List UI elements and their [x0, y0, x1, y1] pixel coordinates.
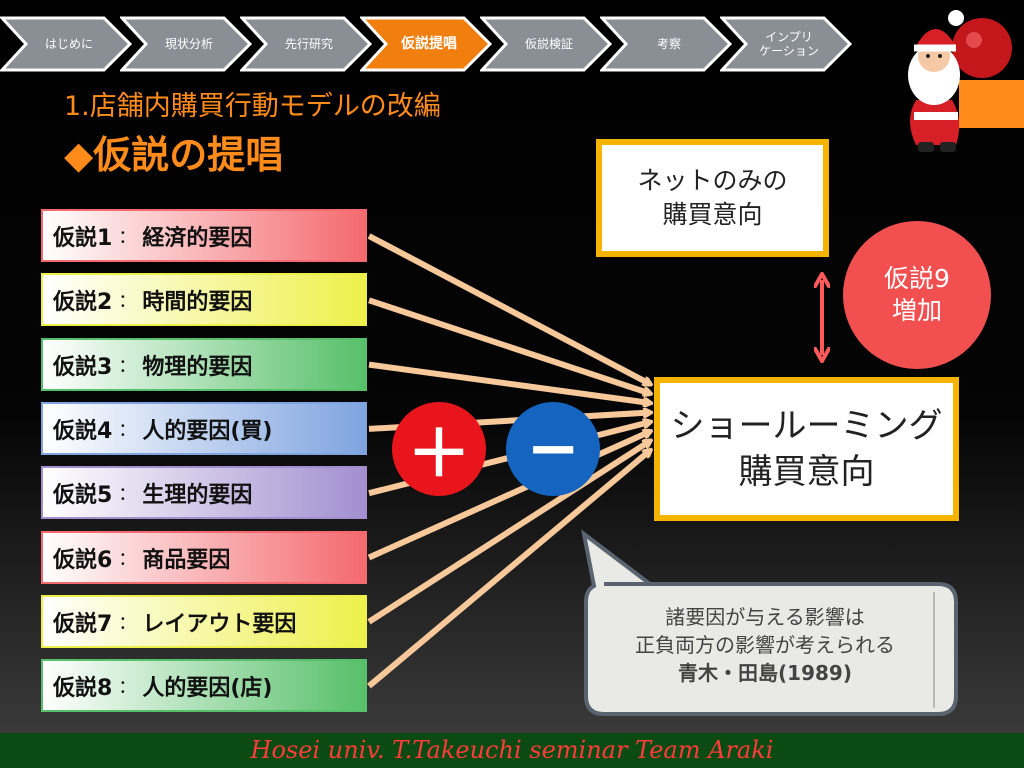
hypothesis-id: 仮説3 — [53, 354, 113, 380]
hypothesis-label: レイアウト要因 — [142, 611, 297, 637]
hypothesis-label: 人的要因(買) — [142, 418, 273, 444]
hypothesis-separator: ： — [118, 676, 137, 698]
nav-step-label: 先行研究 — [284, 37, 333, 51]
hypothesis-id: 仮説6 — [53, 547, 113, 573]
influence-arrow-3 — [368, 361, 650, 403]
hypothesis9-line1: 仮説9 — [884, 264, 950, 293]
nav-step-label: はじめに — [44, 37, 93, 51]
footer-credit: Hosei univ. T.Takeuchi seminar Team Arak… — [0, 733, 1024, 768]
hypothesis-id: 仮説1 — [53, 225, 113, 251]
hypothesis9-line2: 増加 — [891, 296, 942, 325]
plus-symbol: ＋ — [407, 418, 471, 492]
showrooming-line1: ショールーミング — [670, 406, 943, 446]
minus-symbol: − — [526, 412, 580, 486]
net-only-line1: ネットのみの — [637, 166, 788, 195]
nav-step-5[interactable]: 仮説検証 — [480, 16, 612, 72]
nav-step-1[interactable]: はじめに — [0, 16, 132, 72]
hypothesis-separator: ： — [118, 290, 137, 312]
hypothesis-3: 仮説3：物理的要因 — [41, 338, 367, 391]
hypothesis-label: 生理的要因 — [142, 482, 253, 508]
hypothesis-id: 仮説4 — [53, 418, 113, 444]
nav-step-label: 仮説検証 — [524, 37, 573, 51]
slide-title: ◆仮説の提唱 — [64, 133, 284, 177]
callout-line2: 正負両方の影響が考えられる — [635, 633, 895, 657]
hypothesis-separator: ： — [118, 483, 137, 505]
nav-step-3[interactable]: 先行研究 — [240, 16, 372, 72]
nav-step-7[interactable]: インプリ ケーション — [720, 16, 852, 72]
plus-circle: ＋ — [392, 402, 486, 496]
hypothesis-8: 仮説8：人的要因(店) — [41, 659, 367, 712]
section-heading: 1.店舗内購買行動モデルの改編 — [64, 91, 441, 122]
hypothesis-separator: ： — [118, 226, 137, 248]
hypothesis9-badge: 仮説9 増加 — [843, 221, 991, 369]
influence-arrow-7 — [367, 441, 650, 625]
santa-illustration — [908, 10, 1024, 152]
hypothesis-separator: ： — [118, 612, 137, 634]
hypothesis-7: 仮説7：レイアウト要因 — [41, 595, 367, 648]
hypothesis-id: 仮説5 — [53, 482, 113, 508]
nav-step-6[interactable]: 考察 — [600, 16, 732, 72]
hypothesis-4: 仮説4：人的要因(買) — [41, 402, 367, 455]
influence-arrow-2 — [368, 297, 650, 393]
hypothesis-label: 経済的要因 — [142, 225, 253, 251]
nav-step-4[interactable]: 仮説提唱 — [360, 16, 492, 72]
hypothesis-id: 仮説7 — [53, 611, 113, 637]
callout-line1: 諸要因が与える影響は — [665, 605, 865, 629]
hypothesis-1: 仮説1：経済的要因 — [41, 209, 367, 262]
nav-step-label: 現状分析 — [164, 37, 213, 51]
nav-step-2[interactable]: 現状分析 — [120, 16, 252, 72]
hypothesis-label: 商品要因 — [142, 547, 231, 573]
hypothesis-6: 仮説6：商品要因 — [41, 531, 367, 584]
nav-step-label: 仮説提唱 — [401, 36, 457, 52]
hypothesis-label: 物理的要因 — [142, 354, 253, 380]
hypothesis-label: 時間的要因 — [142, 289, 253, 315]
influence-arrow-6 — [367, 432, 650, 561]
hypothesis-separator: ： — [118, 548, 137, 570]
showrooming-line2: 購買意向 — [738, 452, 875, 492]
hypothesis-separator: ： — [118, 419, 137, 441]
callout-text: 諸要因が与える影響は 正負両方の影響が考えられる 青木・田島(1989) — [590, 603, 940, 687]
hypothesis-2: 仮説2：時間的要因 — [41, 273, 367, 326]
hypothesis-separator: ： — [118, 355, 137, 377]
nav-step-label: インプリ ケーション — [759, 30, 819, 58]
hypothesis-label: 人的要因(店) — [142, 675, 273, 701]
net-only-intent-box: ネットのみの 購買意向 — [596, 139, 829, 257]
minus-circle: − — [506, 402, 600, 496]
callout-line3: 青木・田島(1989) — [678, 661, 852, 685]
nav-step-label: 考察 — [656, 37, 681, 51]
influence-arrow-1 — [367, 233, 650, 384]
showrooming-intent-box: ショールーミング 購買意向 — [654, 377, 959, 521]
influence-arrow-8 — [367, 451, 650, 689]
hypothesis-id: 仮説2 — [53, 289, 113, 315]
hypothesis-5: 仮説5：生理的要因 — [41, 466, 367, 519]
net-only-line2: 購買意向 — [662, 200, 763, 229]
hypothesis-id: 仮説8 — [53, 675, 113, 701]
